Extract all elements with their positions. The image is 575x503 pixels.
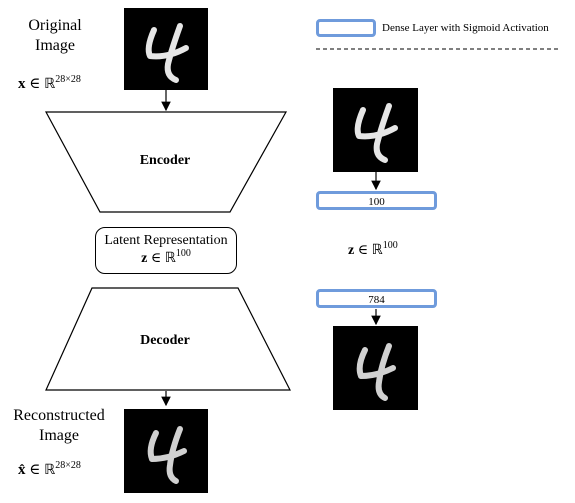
xhat-dimension-formula: x̂ ∈ ℝ28×28 <box>18 460 81 480</box>
digit-4-image <box>147 426 187 484</box>
z-dimension-formula-right: z ∈ ℝ100 <box>348 240 398 261</box>
xhat-symbol: x̂ <box>18 462 26 478</box>
digit-4-image <box>356 343 396 401</box>
element-of-symbol: ∈ <box>25 76 45 92</box>
z-symbol: z <box>141 251 148 266</box>
reconstructed-label-line2: Image <box>39 427 79 444</box>
reals-symbol: ℝ <box>44 76 56 92</box>
reconstructed-label-line1: Reconstructed <box>13 407 105 424</box>
element-of-symbol: ∈ <box>25 462 45 478</box>
x-exponent: 28×28 <box>55 74 81 85</box>
digit-4-image <box>145 23 189 83</box>
decoder-label: Decoder <box>140 333 190 348</box>
x-dimension-formula: x ∈ ℝ28×28 <box>18 74 81 94</box>
decoder-output-image <box>333 326 418 410</box>
original-image-label: Original Image <box>10 16 100 56</box>
z-dimension-formula: z ∈ ℝ100 <box>96 249 236 268</box>
encoder-block <box>44 111 288 213</box>
original-label-line2: Image <box>35 37 75 54</box>
reals-symbol: ℝ <box>371 242 383 258</box>
reals-symbol: ℝ <box>44 462 56 478</box>
decoder-block <box>45 287 291 391</box>
reals-symbol: ℝ <box>164 250 176 266</box>
reconstructed-image-label: Reconstructed Image <box>4 406 114 446</box>
encoder-input-image <box>333 88 418 172</box>
encoder-label: Encoder <box>139 153 191 168</box>
legend-dense-layer-swatch <box>316 19 376 37</box>
latent-representation-box: Latent Representation z ∈ ℝ100 <box>95 227 237 274</box>
x-symbol: x <box>18 76 26 92</box>
digit-4-image <box>354 103 398 163</box>
dense-layer-100-units: 100 <box>368 196 385 208</box>
z-symbol: z <box>348 243 355 258</box>
z-exponent: 100 <box>382 240 398 251</box>
reconstructed-image <box>124 409 208 493</box>
original-image <box>124 8 208 90</box>
dense-layer-784: 784 <box>316 289 437 308</box>
latent-label: Latent Representation <box>104 233 228 248</box>
xhat-exponent: 28×28 <box>55 460 81 471</box>
legend-label: Dense Layer with Sigmoid Activation <box>382 22 549 34</box>
element-of-symbol: ∈ <box>147 251 165 266</box>
original-label-line1: Original <box>28 17 82 34</box>
dense-layer-100: 100 <box>316 191 437 210</box>
element-of-symbol: ∈ <box>354 243 372 258</box>
dense-layer-784-units: 784 <box>368 294 385 306</box>
z-exponent: 100 <box>175 248 191 259</box>
